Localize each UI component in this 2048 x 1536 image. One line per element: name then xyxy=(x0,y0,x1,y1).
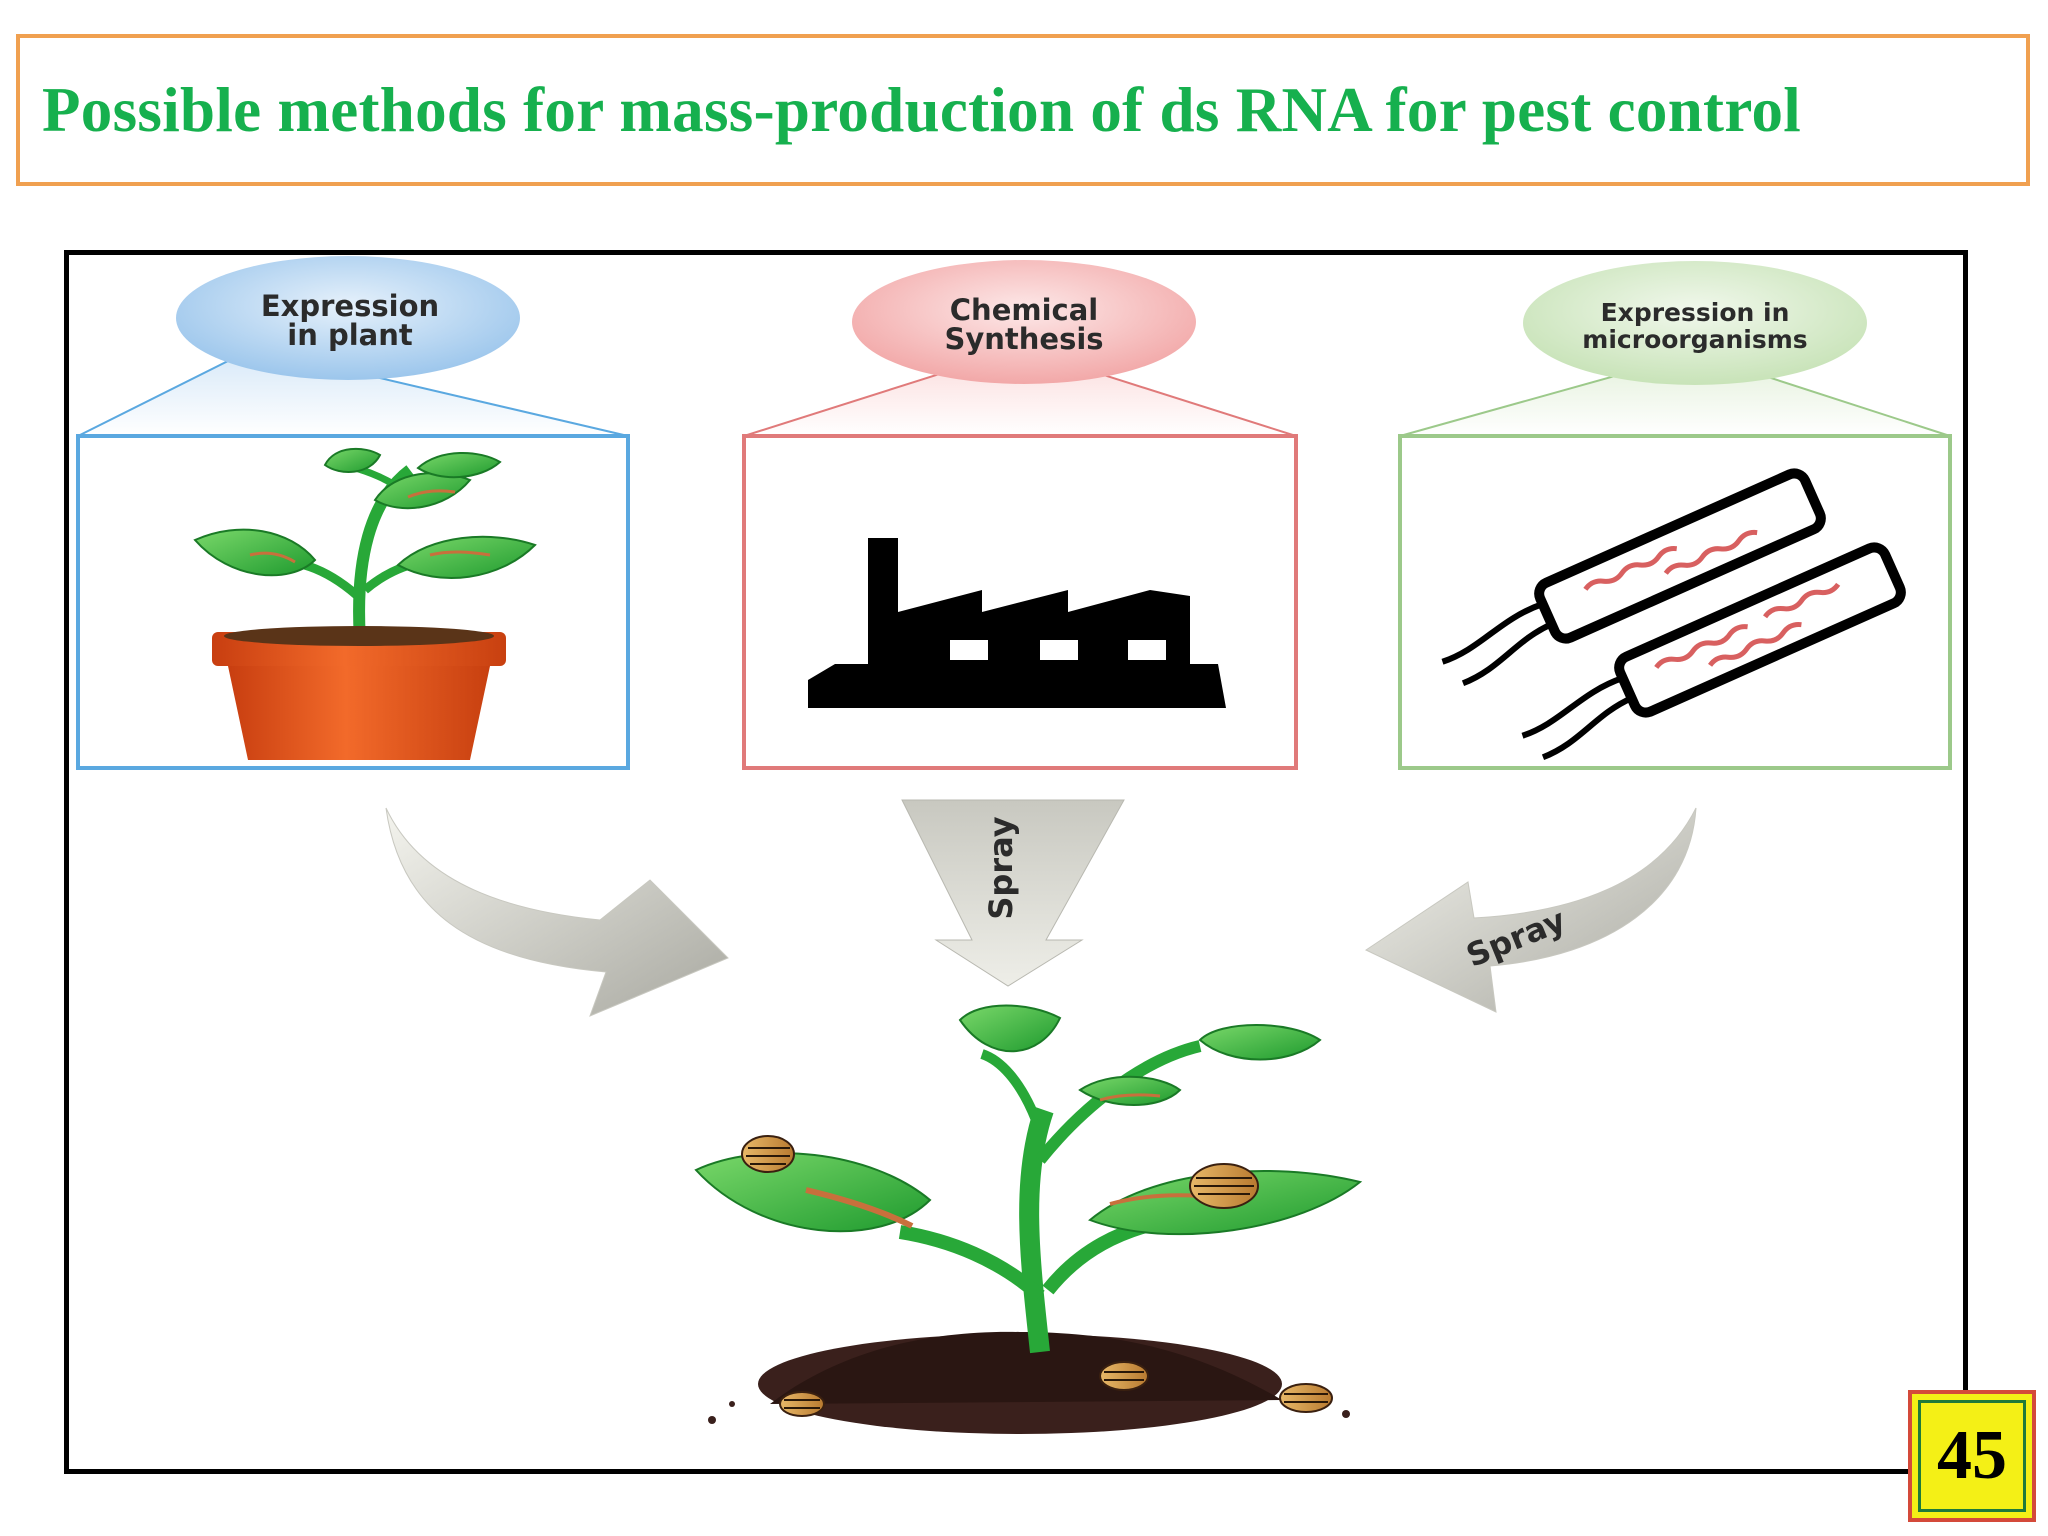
arrow-center: Spray xyxy=(901,799,1125,987)
bubble-chemical xyxy=(852,260,1196,384)
spray-label-right: Spray xyxy=(1461,901,1571,975)
bubble-plant xyxy=(176,256,520,380)
method-plant-line2: in plant xyxy=(287,318,413,352)
method-micro-line1: Expression in xyxy=(1601,298,1790,327)
beetle-icon xyxy=(1279,1383,1333,1413)
arrow-right: Spray xyxy=(1364,807,1697,1013)
spray-label-center: Spray xyxy=(982,816,1020,919)
slide-title: Possible methods for mass-production of … xyxy=(42,75,1802,145)
beetle-icon xyxy=(741,1135,795,1173)
page-number: 45 xyxy=(1918,1400,2026,1512)
method-chemical-line2: Synthesis xyxy=(944,322,1103,356)
panel-chemical xyxy=(742,434,1298,770)
arrow-left xyxy=(385,807,729,1017)
method-microorganisms: Expression in microorganisms xyxy=(1398,261,1952,770)
target-plant-icon xyxy=(694,1004,1363,1434)
method-plant-line1: Expression xyxy=(261,289,439,323)
method-chemical-line1: Chemical xyxy=(950,293,1098,327)
title-box: Possible methods for mass-production of … xyxy=(16,34,2030,186)
potted-plant-icon xyxy=(193,447,537,760)
bubble-microorganisms xyxy=(1523,261,1867,385)
page-number-badge: 45 xyxy=(1908,1390,2036,1522)
beetle-icon xyxy=(779,1391,825,1417)
method-chemical: Chemical Synthesis xyxy=(742,260,1298,770)
bacteria-icon xyxy=(1441,468,1906,761)
method-plant: Expression in plant xyxy=(76,256,630,770)
beetle-icon xyxy=(1099,1361,1149,1391)
factory-icon xyxy=(808,538,1226,708)
beetle-icon xyxy=(1189,1163,1259,1209)
method-micro-line2: microorganisms xyxy=(1582,325,1807,354)
